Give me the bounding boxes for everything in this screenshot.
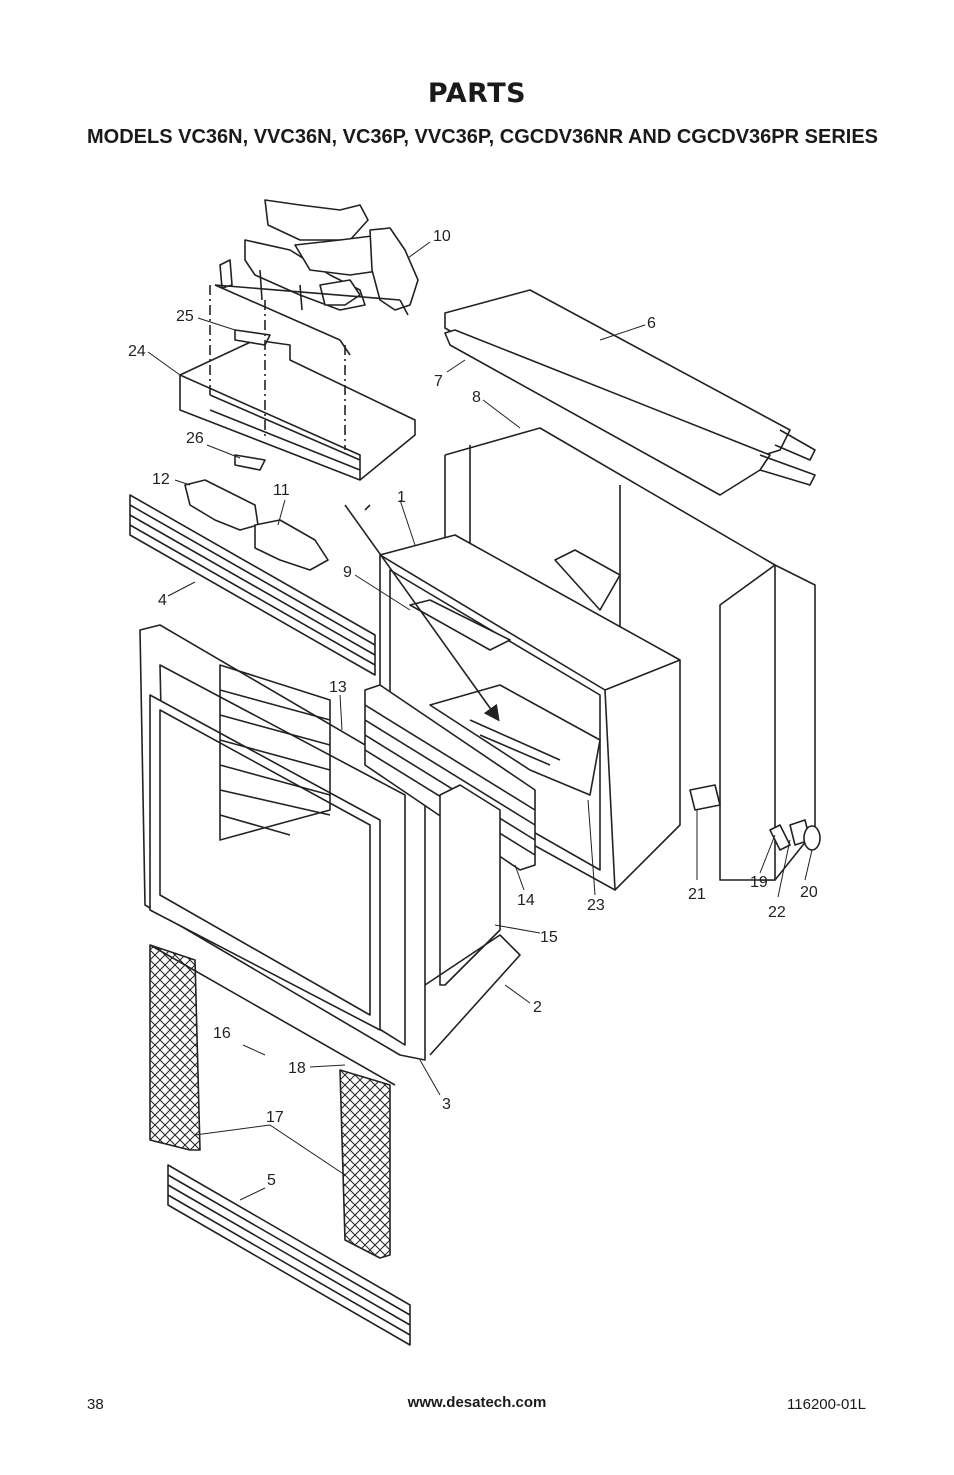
part-label-12: 12 — [152, 471, 170, 488]
part-label-14: 14 — [517, 892, 535, 909]
part-label-11: 11 — [273, 482, 290, 499]
part-label-15: 15 — [540, 929, 558, 946]
website-link[interactable]: www.desatech.com — [407, 1394, 547, 1411]
part-label-3: 3 — [442, 1096, 451, 1113]
page-number: 38 — [87, 1396, 104, 1413]
part-label-16: 16 — [213, 1025, 231, 1042]
part-label-8: 8 — [472, 389, 481, 406]
part-label-20: 20 — [800, 884, 818, 901]
part-label-24: 24 — [128, 343, 146, 360]
part-label-4: 4 — [158, 592, 167, 609]
part-label-22: 22 — [768, 904, 786, 921]
part-label-17: 17 — [266, 1109, 284, 1126]
part-label-13: 13 — [329, 679, 347, 696]
log-set — [214, 199, 419, 356]
part-label-18: 18 — [288, 1060, 306, 1077]
page-title: PARTS — [427, 78, 527, 109]
part-label-21: 21 — [688, 886, 706, 903]
part-label-7: 7 — [434, 373, 443, 390]
part-label-5: 5 — [267, 1172, 276, 1189]
part-label-1: 1 — [397, 489, 406, 506]
part-label-19: 19 — [750, 874, 768, 891]
part-label-2: 2 — [533, 999, 542, 1016]
part-label-6: 6 — [647, 315, 656, 332]
part-label-26: 26 — [186, 430, 204, 447]
part-label-9: 9 — [343, 564, 352, 581]
document-number: 116200-01L — [787, 1396, 866, 1413]
part-label-10: 10 — [433, 228, 451, 245]
part-label-25: 25 — [176, 308, 194, 325]
part-label-23: 23 — [587, 897, 605, 914]
page-subtitle: MODELS VC36N, VVC36N, VC36P, VVC36P, CGC… — [87, 126, 879, 148]
